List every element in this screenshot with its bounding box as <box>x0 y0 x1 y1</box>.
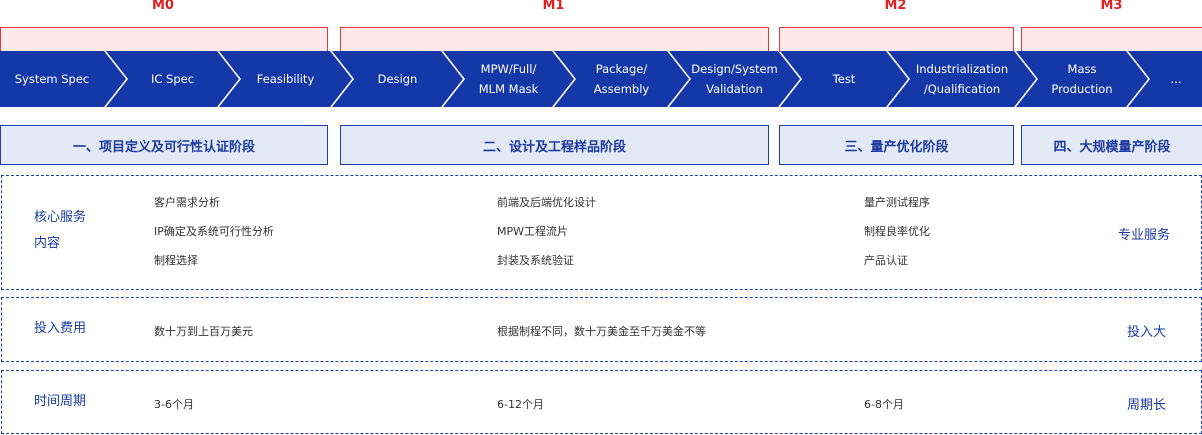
chevron-step <box>780 51 908 107</box>
list-item: 前端及后端优化设计 <box>497 196 596 209</box>
time-label: 时间周期 <box>34 394 87 409</box>
time-col-2: 6-12个月 <box>497 398 544 411</box>
chevron-step <box>332 51 463 107</box>
list-item: 制程选择 <box>154 254 198 267</box>
step-label: Design <box>377 72 418 86</box>
list-item: 量产测试程序 <box>864 196 930 209</box>
list-item: 制程良率优化 <box>864 225 930 238</box>
phase-3: 三、量产优化阶段 <box>779 125 1014 165</box>
chevron-step <box>443 51 574 107</box>
milestone-m3: M3 <box>1100 0 1123 13</box>
chevron-step <box>554 51 689 107</box>
chevron-step <box>888 51 1036 107</box>
services-col-2: 前端及后端优化设计 MPW工程流片 封装及系统验证 <box>497 188 596 275</box>
time-tail: 周期长 <box>1126 398 1166 413</box>
step-label: ... <box>1170 72 1182 86</box>
step-label: Design/System Validation <box>691 62 778 96</box>
chevron-step <box>669 51 800 107</box>
list-item: IP确定及系统可行性分析 <box>154 225 274 238</box>
step-label: Mass Production <box>1051 62 1113 96</box>
list-item: MPW工程流片 <box>497 225 569 238</box>
milestone-bracket-m1 <box>340 27 769 52</box>
chevron-step <box>1128 51 1202 107</box>
cost-label: 投入费用 <box>34 321 87 336</box>
step-label: Industrialization /Qualification <box>915 62 1009 96</box>
list-item: 产品认证 <box>864 254 908 267</box>
step-label: Package/ Assembly <box>593 62 650 96</box>
milestone-m2: M2 <box>884 0 907 13</box>
milestone-bracket-m0 <box>0 27 328 52</box>
chevron-step <box>106 51 239 107</box>
milestone-m1: M1 <box>542 0 565 13</box>
list-item: 客户需求分析 <box>154 196 220 209</box>
phase-1: 一、项目定义及可行性认证阶段 <box>0 125 328 165</box>
cost-col-1: 数十万到上百万美元 <box>154 325 253 338</box>
services-tail: 专业服务 <box>1117 228 1170 243</box>
chevron-step <box>219 51 352 107</box>
services-label: 核心服务 内容 <box>34 210 87 251</box>
list-item: 封装及系统验证 <box>497 254 574 267</box>
time-col-1: 3-6个月 <box>154 398 194 411</box>
chevron-step <box>1016 51 1148 107</box>
time-col-3: 6-8个月 <box>864 398 904 411</box>
phase-2: 二、设计及工程样品阶段 <box>340 125 769 165</box>
services-col-1: 客户需求分析 IP确定及系统可行性分析 制程选择 <box>154 188 274 275</box>
chevron-step <box>0 51 126 107</box>
milestone-bracket-m3 <box>1021 27 1202 52</box>
step-label: MPW/Full/ MLM Mask <box>478 62 539 96</box>
step-label: Test <box>832 72 856 86</box>
milestone-bracket-m2 <box>779 27 1014 52</box>
cost-tail: 投入大 <box>1126 325 1166 340</box>
cost-col-2: 根据制程不同，数十万美金至千万美金不等 <box>497 325 706 338</box>
step-label: Feasibility <box>256 72 315 86</box>
phase-4: 四、大规模量产阶段 <box>1021 125 1202 165</box>
step-label: System Spec <box>14 72 90 86</box>
step-label: IC Spec <box>150 72 195 86</box>
milestone-m0: M0 <box>152 0 174 13</box>
services-col-3: 量产测试程序 制程良率优化 产品认证 <box>864 188 930 275</box>
process-flow <box>0 51 1202 107</box>
